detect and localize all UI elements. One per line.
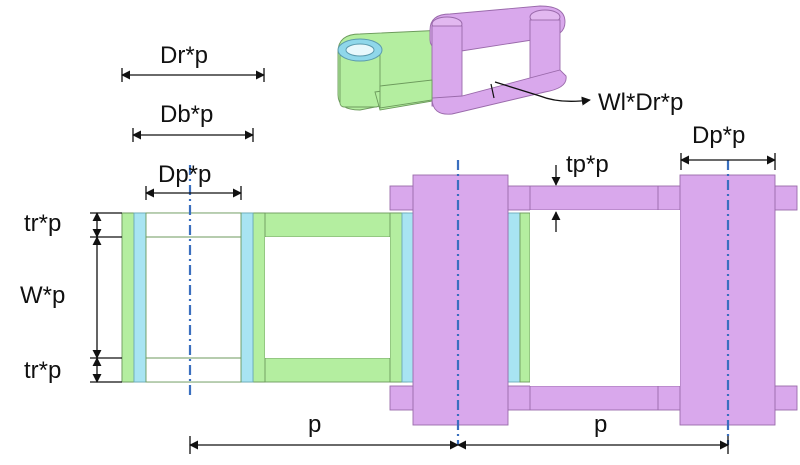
label-tp-p: tp*p	[566, 151, 609, 178]
label-tr-p-bottom: tr*p	[24, 357, 61, 384]
label-p-left: p	[308, 411, 321, 438]
label-w-p: W*p	[20, 282, 65, 309]
inner-link-plan	[121, 212, 531, 383]
label-db-p: Db*p	[160, 101, 213, 128]
label-dp-p-right: Dp*p	[692, 122, 745, 149]
centerlines	[188, 160, 730, 445]
label-dr-p: Dr*p	[160, 42, 208, 69]
label-dp-p-left: Dp*p	[158, 161, 211, 188]
chain-3d-illustration	[337, 5, 591, 115]
label-wl-dr-p: Wl*Dr*p	[598, 89, 683, 116]
label-p-right: p	[594, 411, 607, 438]
dimensions	[90, 68, 776, 454]
outer-link-plan	[389, 174, 798, 426]
label-tr-p-top: tr*p	[24, 210, 61, 237]
